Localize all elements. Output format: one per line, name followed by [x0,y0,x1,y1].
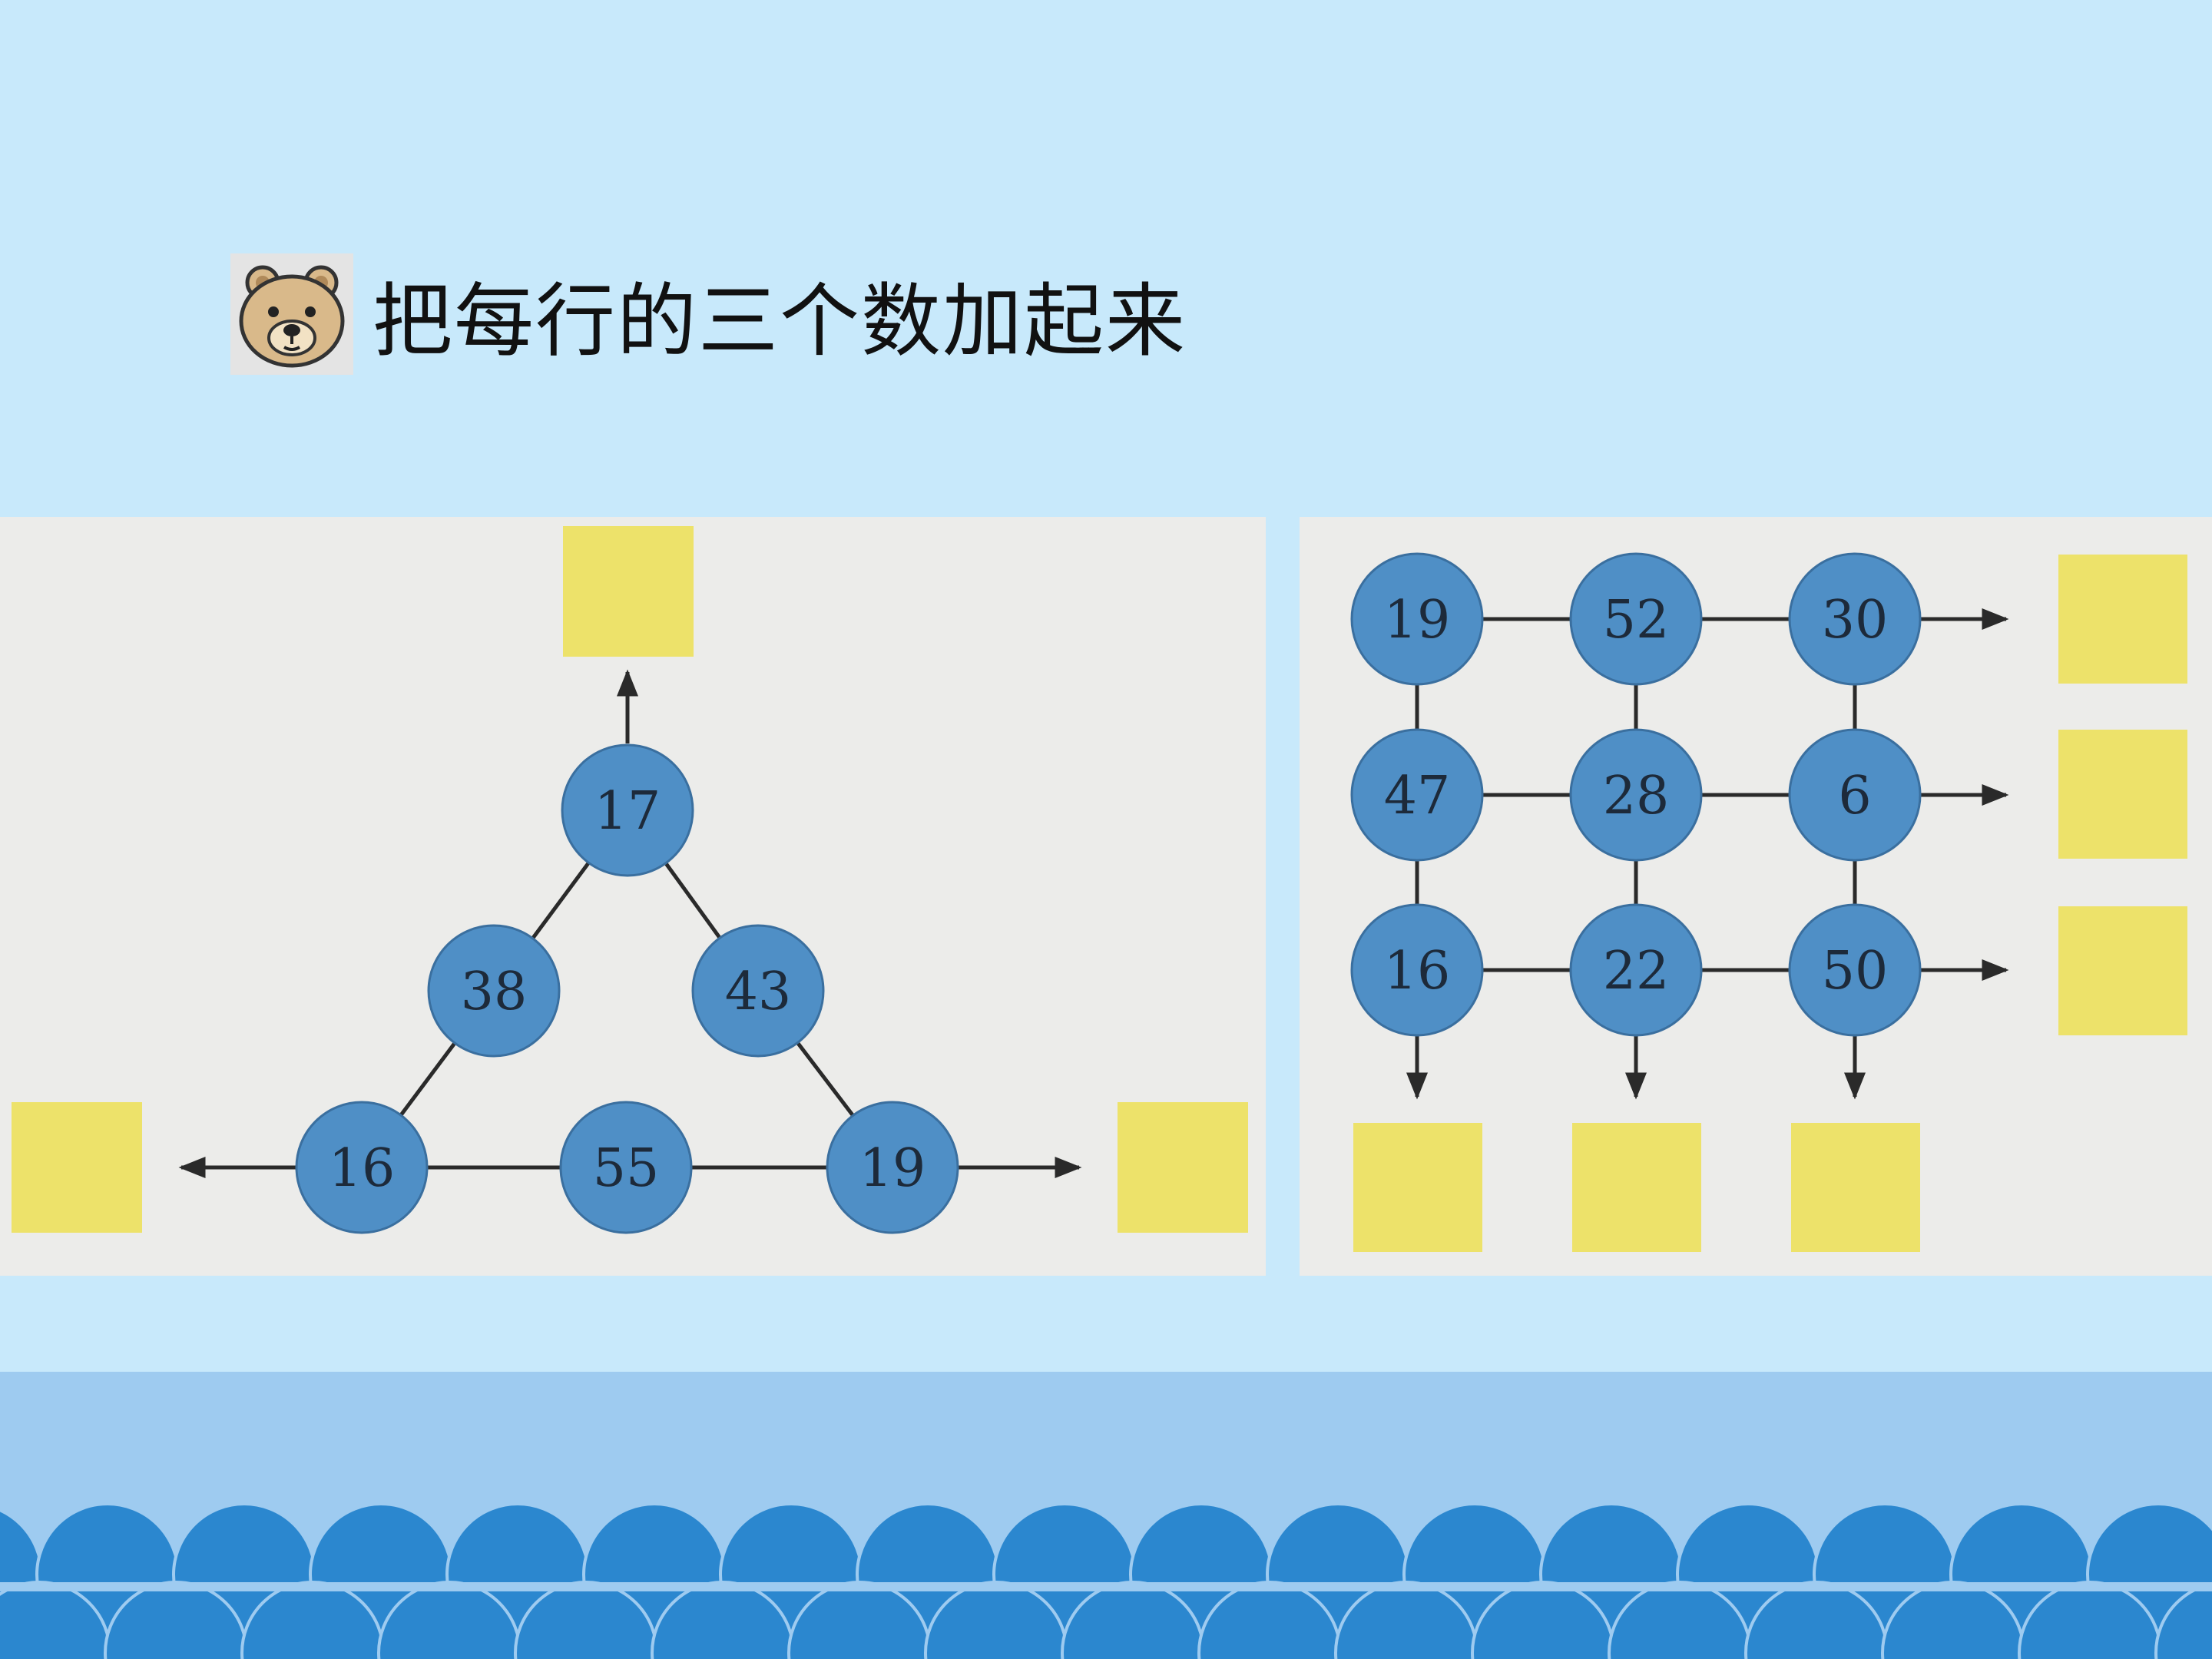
answer-box-left[interactable] [12,1102,142,1233]
wave-gap [0,1582,2212,1591]
grid-node-label: 50 [1822,941,1889,1002]
grid-node-label: 30 [1822,590,1889,651]
triangle-node-left-middle: 38 [427,924,561,1058]
grid-node: 28 [1569,728,1703,862]
grid-node: 50 [1788,903,1922,1037]
wave-scallop [2154,1581,2212,1659]
answer-box-top[interactable] [563,526,694,657]
triangle-node-bottom-right: 19 [826,1101,959,1234]
grid-node: 22 [1569,903,1703,1037]
grid-node-label: 19 [1384,590,1451,651]
answer-box-column-1[interactable] [1353,1123,1482,1252]
grid-node-label: 52 [1603,590,1670,651]
triangle-node-top: 17 [561,743,694,877]
grid-node: 30 [1788,552,1922,686]
answer-box-right[interactable] [1118,1102,1248,1233]
triangle-node-right-middle: 43 [691,924,825,1058]
grid-node: 52 [1569,552,1703,686]
triangle-node-bottom-middle-label: 55 [593,1138,660,1199]
grid-node: 6 [1788,728,1922,862]
grid-node-label: 22 [1603,941,1670,1002]
grid-node: 47 [1350,728,1484,862]
answer-box-column-3[interactable] [1791,1123,1920,1252]
grid-node: 19 [1350,552,1484,686]
grid-node-label: 6 [1838,766,1871,826]
grid-lines [1406,608,2009,1100]
page-title: 把每行的三个数加起来 [373,274,1187,368]
triangle-node-bottom-right-label: 19 [859,1138,926,1199]
triangle-node-bottom-left-label: 16 [329,1138,396,1199]
triangle-node-right-middle-label: 43 [725,962,792,1022]
answer-box-row-2[interactable] [2058,730,2187,859]
triangle-node-bottom-left: 16 [295,1101,429,1234]
answer-box-column-2[interactable] [1572,1123,1701,1252]
grid-node-label: 47 [1384,766,1451,826]
triangle-node-bottom-middle: 55 [559,1101,693,1234]
triangle-node-top-label: 17 [594,781,661,842]
answer-box-row-3[interactable] [2058,906,2187,1035]
grid-node: 16 [1350,903,1484,1037]
answer-box-row-1[interactable] [2058,555,2187,684]
grid-node-label: 16 [1384,941,1451,1002]
bear-face-icon [230,253,353,375]
triangle-node-left-middle-label: 38 [461,962,528,1022]
grid-node-label: 28 [1603,766,1670,826]
